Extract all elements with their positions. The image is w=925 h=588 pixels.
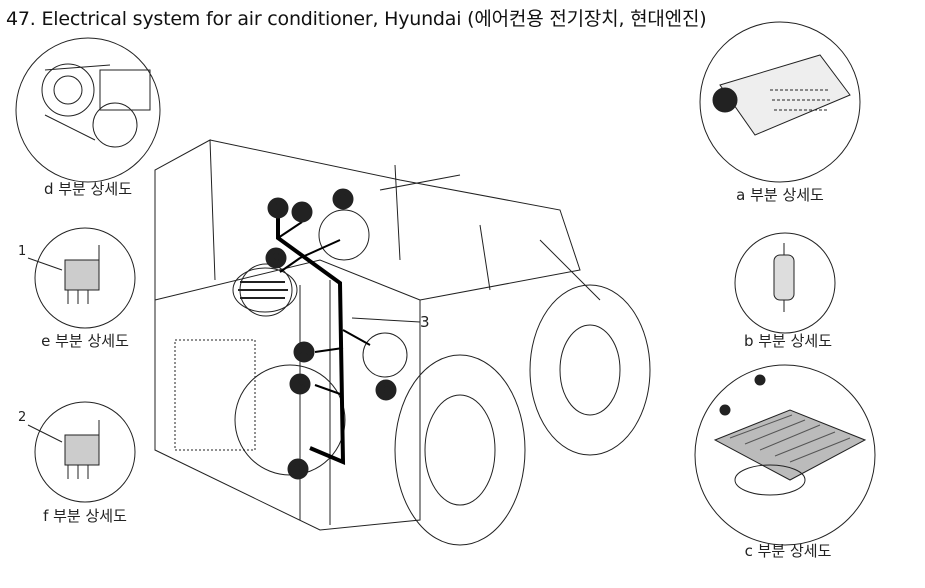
detail-c-label: c 부분 상세도 xyxy=(744,542,832,560)
leader-1 xyxy=(27,257,63,271)
part-number-3: 3 xyxy=(420,313,430,331)
callout-f: f xyxy=(299,203,305,219)
detail-e-label: e 부분 상세도 xyxy=(41,332,129,350)
part-number-2: 2 xyxy=(18,410,27,425)
leader-2 xyxy=(27,424,63,443)
callout-d: d xyxy=(293,460,303,476)
ref-circle-c xyxy=(239,263,293,317)
callout-g: G xyxy=(298,343,310,359)
detail-e-circle xyxy=(34,227,136,329)
detail-f-label: f 부분 상세도 xyxy=(43,507,127,525)
leader-3 xyxy=(351,317,421,323)
callout-c: c xyxy=(272,249,280,265)
part-number-1: 1 xyxy=(18,244,27,259)
ref-circle-a xyxy=(318,209,370,261)
detail-f-circle xyxy=(34,401,136,503)
detail-a-label: a 부분 상세도 xyxy=(736,186,824,204)
callout-b: b xyxy=(381,381,391,397)
wiring-harness xyxy=(276,216,346,466)
callout-e: e xyxy=(273,199,283,215)
ref-circle-b xyxy=(362,332,408,378)
detail-b-label: b 부분 상세도 xyxy=(743,332,833,350)
detail-d-label: d 부분 상세도 xyxy=(43,180,133,198)
diagram-title: 47. Electrical system for air conditione… xyxy=(6,8,707,30)
detail-d-circle xyxy=(15,37,161,183)
skid-steer-body xyxy=(154,139,651,546)
callout-k: K xyxy=(295,375,305,391)
callout-a: a xyxy=(338,190,348,206)
detail-c-circle xyxy=(694,364,876,546)
detail-b-circle xyxy=(734,232,836,334)
detail-a-circle xyxy=(699,21,861,183)
